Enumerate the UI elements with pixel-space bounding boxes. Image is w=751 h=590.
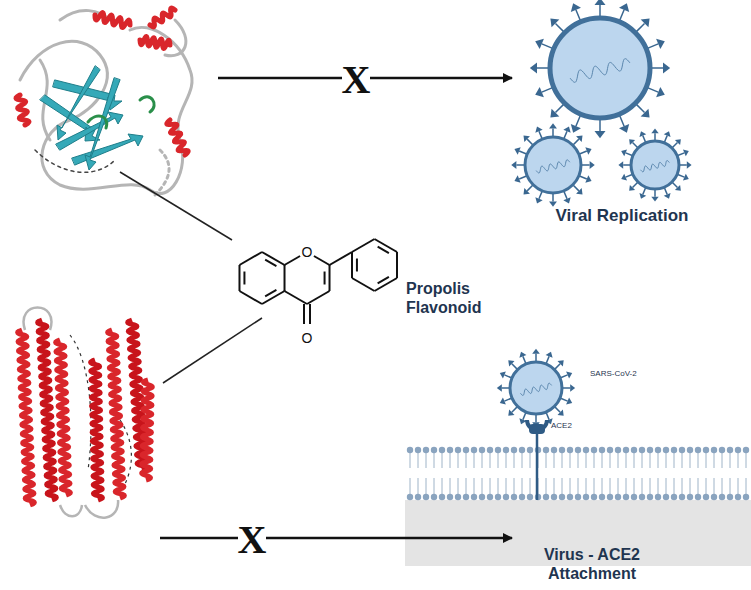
caption-node: Viral Replication <box>556 206 689 226</box>
receptor-label: ACE2 <box>551 422 572 430</box>
atom-label: O <box>302 245 313 259</box>
atom-label: O <box>302 331 313 345</box>
inhibition-mark: X <box>238 520 267 560</box>
inhibited-arrow <box>160 537 512 540</box>
node-text: Virus - ACE2 Attachment <box>507 545 677 583</box>
virus-label: SARS-CoV-2 <box>590 370 637 378</box>
leader-line <box>120 172 232 240</box>
ace2-receptor <box>525 420 549 500</box>
virus-particles <box>497 0 692 427</box>
leader-line <box>163 318 262 383</box>
main-protease <box>16 8 192 195</box>
node-text: Propolis Flavonoid <box>406 279 516 317</box>
cell-membrane <box>407 447 749 500</box>
caption-node: Virus - ACE2 Attachment <box>507 545 677 583</box>
compound-node: Propolis Flavonoid <box>406 279 516 317</box>
flavonoid-structure <box>239 239 397 324</box>
node-text: Viral Replication <box>556 206 689 226</box>
spike-protein <box>18 308 153 518</box>
inhibition-mark: X <box>342 60 371 100</box>
